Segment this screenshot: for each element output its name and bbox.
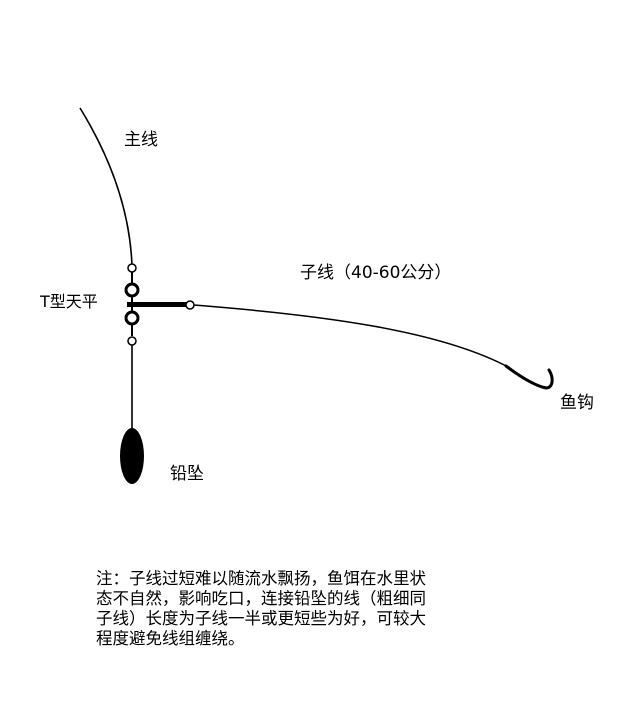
note-text: 注：子线过短难以随流水飘扬，鱼饵在水里状 态不自然，影响吃口，连接铅坠的线（粗细… bbox=[96, 569, 526, 649]
hook-label: 鱼钩 bbox=[560, 393, 594, 413]
branch-line bbox=[193, 304, 511, 369]
note-line: 注：子线过短难以随流水飘扬，鱼饵在水里状 bbox=[96, 569, 426, 588]
note-line: 程度避免线组缠绕。 bbox=[96, 629, 245, 648]
note-line: 态不自然，影响吃口，连接铅坠的线（粗细同 bbox=[96, 589, 426, 608]
t-balance-lower-eye bbox=[124, 310, 140, 326]
t-balance-upper-eye bbox=[124, 282, 140, 298]
main-line-label: 主线 bbox=[124, 130, 158, 150]
fish-hook bbox=[504, 364, 554, 390]
t-balance-label: T型天平 bbox=[40, 292, 98, 311]
sinker-label: 铅坠 bbox=[170, 464, 204, 484]
top-ring bbox=[127, 263, 137, 273]
main-line bbox=[79, 107, 133, 267]
branch-line-label: 子线（40-60公分） bbox=[300, 263, 452, 283]
sinker bbox=[120, 428, 144, 484]
t-balance-bar bbox=[127, 302, 189, 307]
note-line: 子线）长度为子线一半或更短些为好，可较大 bbox=[96, 609, 426, 628]
branch-connector-ring bbox=[185, 300, 195, 310]
bottom-ring bbox=[127, 336, 137, 346]
